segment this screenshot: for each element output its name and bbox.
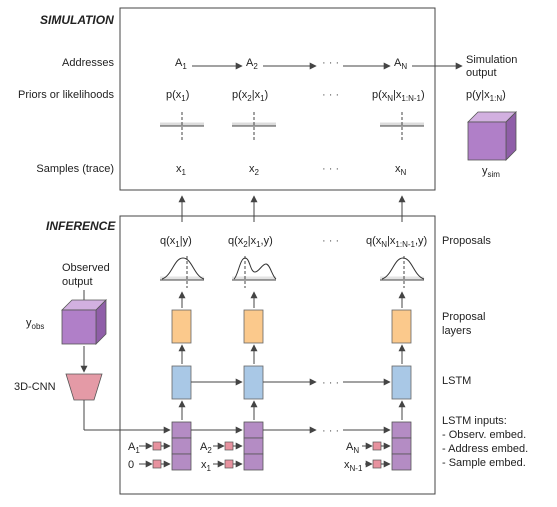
lstm-inputs-label: LSTM inputs: <box>442 415 507 427</box>
proposal-layer-2 <box>243 309 264 344</box>
observed-output-cube <box>61 299 107 345</box>
lstm-input-2 <box>243 421 264 471</box>
y-obs-label: yobs <box>26 317 44 331</box>
proposal-layer-n <box>391 309 412 344</box>
proposals-label: Proposals <box>442 235 491 247</box>
prior-dist-n <box>380 112 424 142</box>
prior-ellipsis: · · · <box>322 89 339 101</box>
simulation-output-label-1: Simulation <box>466 54 517 66</box>
lstm-inputs-address: - Address embed. <box>442 443 528 455</box>
lstm-inputs-observ: - Observ. embed. <box>442 429 526 441</box>
address-1: A1 <box>175 57 187 71</box>
input-sample-n: xN-1 <box>344 459 363 473</box>
sample-ellipsis: · · · <box>322 163 339 175</box>
prior-dist-1 <box>160 112 204 142</box>
input-address-1: A1 <box>128 441 140 455</box>
lstm-input-n <box>391 421 412 471</box>
proposal-ellipsis: · · · <box>322 235 339 247</box>
observed-output-label-2: output <box>62 276 93 288</box>
sample-2: x2 <box>249 163 260 177</box>
lstm-cell-1 <box>171 365 192 400</box>
addresses-row-label: Addresses <box>62 57 114 69</box>
cnn-label: 3D-CNN <box>14 381 56 393</box>
lstm-inputs-sample: - Sample embed. <box>442 457 526 469</box>
sample-n: xN <box>395 163 407 177</box>
simulation-frame <box>119 7 436 191</box>
proposal-1: q(x1|y) <box>160 235 192 249</box>
samples-row-label: Samples (trace) <box>36 163 114 175</box>
sample-1: x1 <box>176 163 187 177</box>
proposal-layers-label-1: Proposal <box>442 311 485 323</box>
prior-1: p(x1) <box>166 89 189 103</box>
proposal-layer-1 <box>171 309 192 344</box>
embed-boxes-1 <box>139 441 171 469</box>
proposal-dist-n <box>380 256 425 288</box>
prior-dist-2 <box>232 112 276 142</box>
proposal-dist-1 <box>160 256 205 288</box>
lstm-label: LSTM <box>442 375 471 387</box>
lstm-cell-2 <box>243 365 264 400</box>
proposal-n: q(xN|x1:N-1,y) <box>366 235 427 249</box>
embed-boxes-2 <box>213 441 243 469</box>
y-sim-label: ysim <box>482 165 500 179</box>
inference-frame <box>119 215 436 495</box>
address-ellipsis: · · · <box>322 57 339 69</box>
simulation-title: SIMULATION <box>40 13 114 27</box>
likelihood: p(y|x1:N) <box>466 89 506 103</box>
proposal-2: q(x2|x1,y) <box>228 235 273 249</box>
simulation-output-cube <box>467 111 517 161</box>
simulation-output-label-2: output <box>466 67 497 79</box>
input-sample-2: x1 <box>201 459 212 473</box>
prior-n: p(xN|x1:N-1) <box>372 89 425 103</box>
input-ellipsis: · · · <box>322 425 339 437</box>
embed-boxes-n <box>362 441 391 469</box>
input-sample-1: 0 <box>128 459 134 471</box>
cnn-block <box>65 373 103 401</box>
prior-2: p(x2|x1) <box>232 89 268 103</box>
observed-output-label-1: Observed <box>62 262 110 274</box>
proposal-layers-label-2: layers <box>442 325 472 337</box>
input-address-n: AN <box>346 441 359 455</box>
input-address-2: A2 <box>200 441 212 455</box>
proposal-dist-2 <box>232 256 277 288</box>
lstm-input-1 <box>171 421 192 471</box>
address-2: A2 <box>246 57 258 71</box>
lstm-cell-n <box>391 365 412 400</box>
lstm-ellipsis: · · · <box>322 377 339 389</box>
priors-row-label: Priors or likelihoods <box>18 89 114 101</box>
inference-title: INFERENCE <box>46 219 116 233</box>
address-n: AN <box>394 57 407 71</box>
